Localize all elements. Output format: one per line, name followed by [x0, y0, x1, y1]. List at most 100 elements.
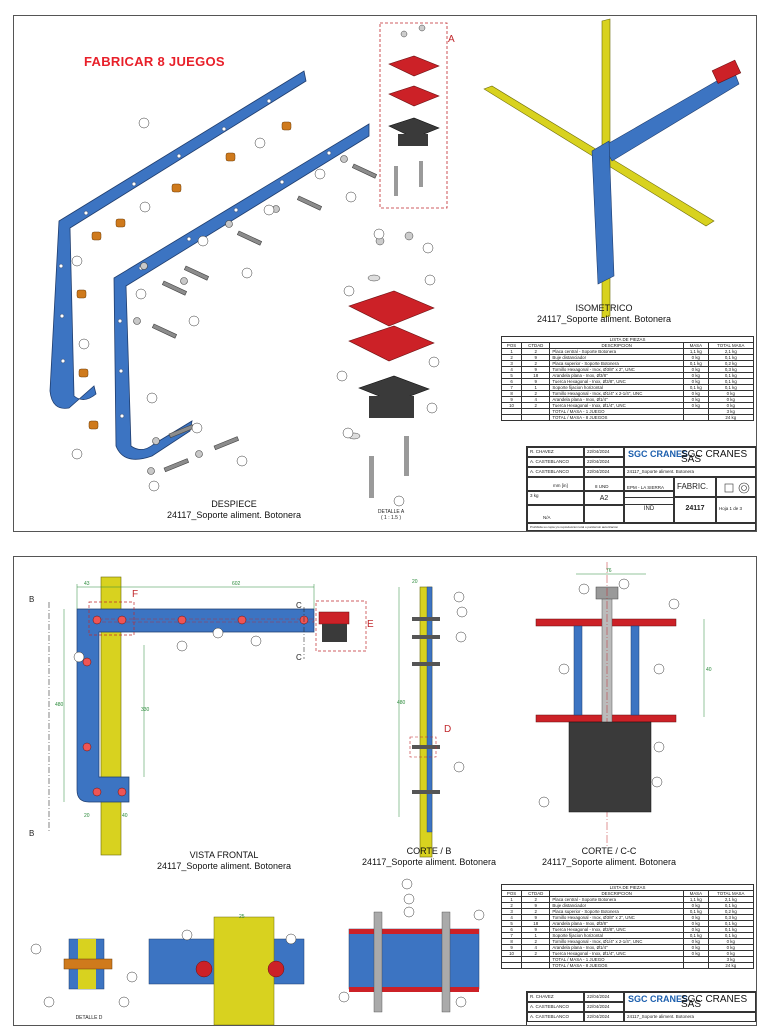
- dim-20-b: 20: [84, 813, 90, 819]
- tb-drawn-date: 22/04/2024: [584, 447, 624, 457]
- tb-format: A2: [584, 491, 624, 505]
- fabricate-header: FABRICAR 8 JUEGOS: [84, 54, 225, 69]
- tb-client: EPM - LA SIERRA: [624, 477, 674, 491]
- tb-blank: [584, 505, 624, 523]
- isometric-subtitle: 24117_Soporte aliment. Botonera: [537, 314, 671, 324]
- label-b-top: B: [29, 595, 35, 604]
- section-b-view: [409, 586, 440, 858]
- part-balloons-2: [30, 578, 680, 1008]
- dim-43: 43: [84, 581, 90, 587]
- detail-a-scale: ( 1 : 1.5 ): [380, 515, 401, 521]
- tb-mass: 3 kg: [527, 491, 584, 505]
- tb-approved-date: 22/04/2024: [584, 467, 624, 477]
- tb2-logo-cell: SGC CRANES SGC CRANES SAS: [624, 992, 756, 1012]
- isometric-drawing: [483, 18, 742, 319]
- label-e: E: [367, 619, 374, 630]
- vista-frontal-caption: VISTA FRONTAL 24117_Soporte aliment. Bot…: [144, 850, 304, 872]
- label-d: D: [444, 724, 452, 735]
- corte-cc-subtitle: 24117_Soporte aliment. Botonera: [542, 857, 676, 867]
- despiece-caption: DESPIECE 24117_Soporte aliment. Botonera: [154, 499, 314, 521]
- dim-40-cc: 40: [706, 667, 712, 673]
- tb2-approved-date: 22/04/2024: [584, 1012, 624, 1022]
- title-block-1: R. CHAVEZ 22/04/2024 A. CASTEBLANCO 22/0…: [526, 446, 756, 531]
- detail-a-title: DETALLE A: [377, 509, 405, 515]
- tb-reviewed-by: A. CASTEBLANCO: [527, 457, 584, 467]
- detail-a-caption: DETALLE A ( 1 : 1.5 ): [366, 509, 416, 521]
- tb2-reviewed-date: 22/04/2024: [584, 1002, 624, 1012]
- tb2-title: 24117_Soporte aliment. Botonera: [624, 1012, 756, 1022]
- isometric-title: ISOMETRICO: [575, 303, 633, 313]
- dim-76: 76: [606, 568, 612, 574]
- bom-total-8-value: 24 kg: [707, 414, 755, 421]
- parts-list-2: LISTA DE PIEZAS POS CTDAD DESCRIPCION MA…: [500, 884, 755, 969]
- vista-frontal-subtitle: 24117_Soporte aliment. Botonera: [157, 861, 291, 871]
- tb-approved-by: A. CASTEBLANCO: [527, 467, 584, 477]
- despiece-subtitle: 24117_Soporte aliment. Botonera: [167, 510, 301, 520]
- bom-total-8-label: TOTAL / MASA - 8 JUEGOS: [549, 414, 685, 421]
- section-cc-view: [535, 562, 677, 847]
- label-c-top: C: [296, 601, 302, 610]
- rear-bracket-shape: [49, 70, 307, 409]
- spacer-bushings: [76, 121, 292, 430]
- dimension-lines: [63, 573, 705, 817]
- company-name-2: SGC CRANES SAS: [681, 994, 748, 1010]
- tb-status: FABRIC.: [674, 477, 716, 497]
- drawing-sheet-2: B B C C F E D 43 602 480 330 480 20 20 4…: [13, 556, 757, 1026]
- dim-25: 25: [239, 914, 245, 920]
- tb-reviewed-date: 22/04/2024: [584, 457, 624, 467]
- tb-quantity: 8 UND: [584, 477, 624, 491]
- detalle-d-title: DETALLE D: [75, 1015, 103, 1021]
- company-logo: SGC CRANES: [628, 449, 689, 459]
- tb-logo-cell: SGC CRANES SGC CRANES SAS: [624, 447, 756, 467]
- detail-a-letter: A: [448, 34, 455, 45]
- drawing-sheet-1: FABRICAR 8 JUEGOS: [13, 15, 757, 532]
- label-c-bottom: C: [296, 653, 302, 662]
- tb2-drawn-by: R. CHAVEZ: [527, 992, 584, 1002]
- bottom-details: [63, 911, 480, 1025]
- dim-20: 20: [412, 579, 418, 585]
- part-balloons: [71, 117, 440, 507]
- dim-40: 40: [122, 813, 128, 819]
- label-b-bottom: B: [29, 829, 35, 838]
- detail-e-frame: [315, 600, 367, 652]
- projection-symbol-icon: [724, 482, 750, 494]
- tb-units: mm [in]: [527, 477, 584, 491]
- tb-drawn-by: R. CHAVEZ: [527, 447, 584, 457]
- bom2-total-8-label: TOTAL / MASA - 8 JUEGOS: [549, 962, 685, 969]
- dim-480: 480: [55, 702, 64, 708]
- bolts-and-washers: [133, 155, 378, 475]
- exploded-view-drawing: [49, 18, 742, 507]
- tb-norm: IND: [624, 497, 674, 523]
- tb-sheet: Hoja 1 de 3: [716, 497, 756, 523]
- detail-a-frame: [379, 22, 448, 209]
- corte-cc-caption: CORTE / C-C 24117_Soporte aliment. Boton…: [529, 846, 689, 868]
- parts-list-1: LISTA DE PIEZAS POS CTDAD DESCRIPCION MA…: [500, 336, 755, 421]
- dim-330: 330: [141, 707, 150, 713]
- company-name: SGC CRANES SAS: [681, 449, 748, 465]
- detail-f-frame: [88, 601, 135, 636]
- frontal-bracket: [76, 608, 315, 803]
- isometric-caption: ISOMETRICO 24117_Soporte aliment. Botone…: [514, 303, 694, 325]
- company-logo-2: SGC CRANES: [628, 994, 689, 1004]
- despiece-title: DESPIECE: [211, 499, 257, 509]
- tb2-reviewed-by: A. CASTEBLANCO: [527, 1002, 584, 1012]
- vista-frontal-title: VISTA FRONTAL: [189, 850, 259, 860]
- frontal-views-drawing: [30, 562, 705, 1025]
- title-block-2: R. CHAVEZ 22/04/2024 A. CASTEBLANCO 22/0…: [526, 991, 756, 1025]
- secondary-exploded-stack: [347, 231, 435, 498]
- corte-cc-title: CORTE / C-C: [581, 846, 637, 856]
- tb-title: 24117_Soporte aliment. Botonera: [624, 467, 756, 477]
- detail-a-parts: [388, 24, 440, 196]
- dim-480-b: 480: [397, 700, 406, 706]
- tb-projection-icon: [716, 477, 756, 497]
- tb2-approved-by: A. CASTEBLANCO: [527, 1012, 584, 1022]
- tb2-drawn-date: 22/04/2024: [584, 992, 624, 1002]
- corte-b-caption: CORTE / B 24117_Soporte aliment. Botoner…: [354, 846, 504, 868]
- detalle-d-caption: DETALLE D: [64, 1015, 114, 1021]
- dim-602: 602: [232, 581, 241, 587]
- label-f: F: [132, 589, 139, 600]
- corte-b-subtitle: 24117_Soporte aliment. Botonera: [362, 857, 496, 867]
